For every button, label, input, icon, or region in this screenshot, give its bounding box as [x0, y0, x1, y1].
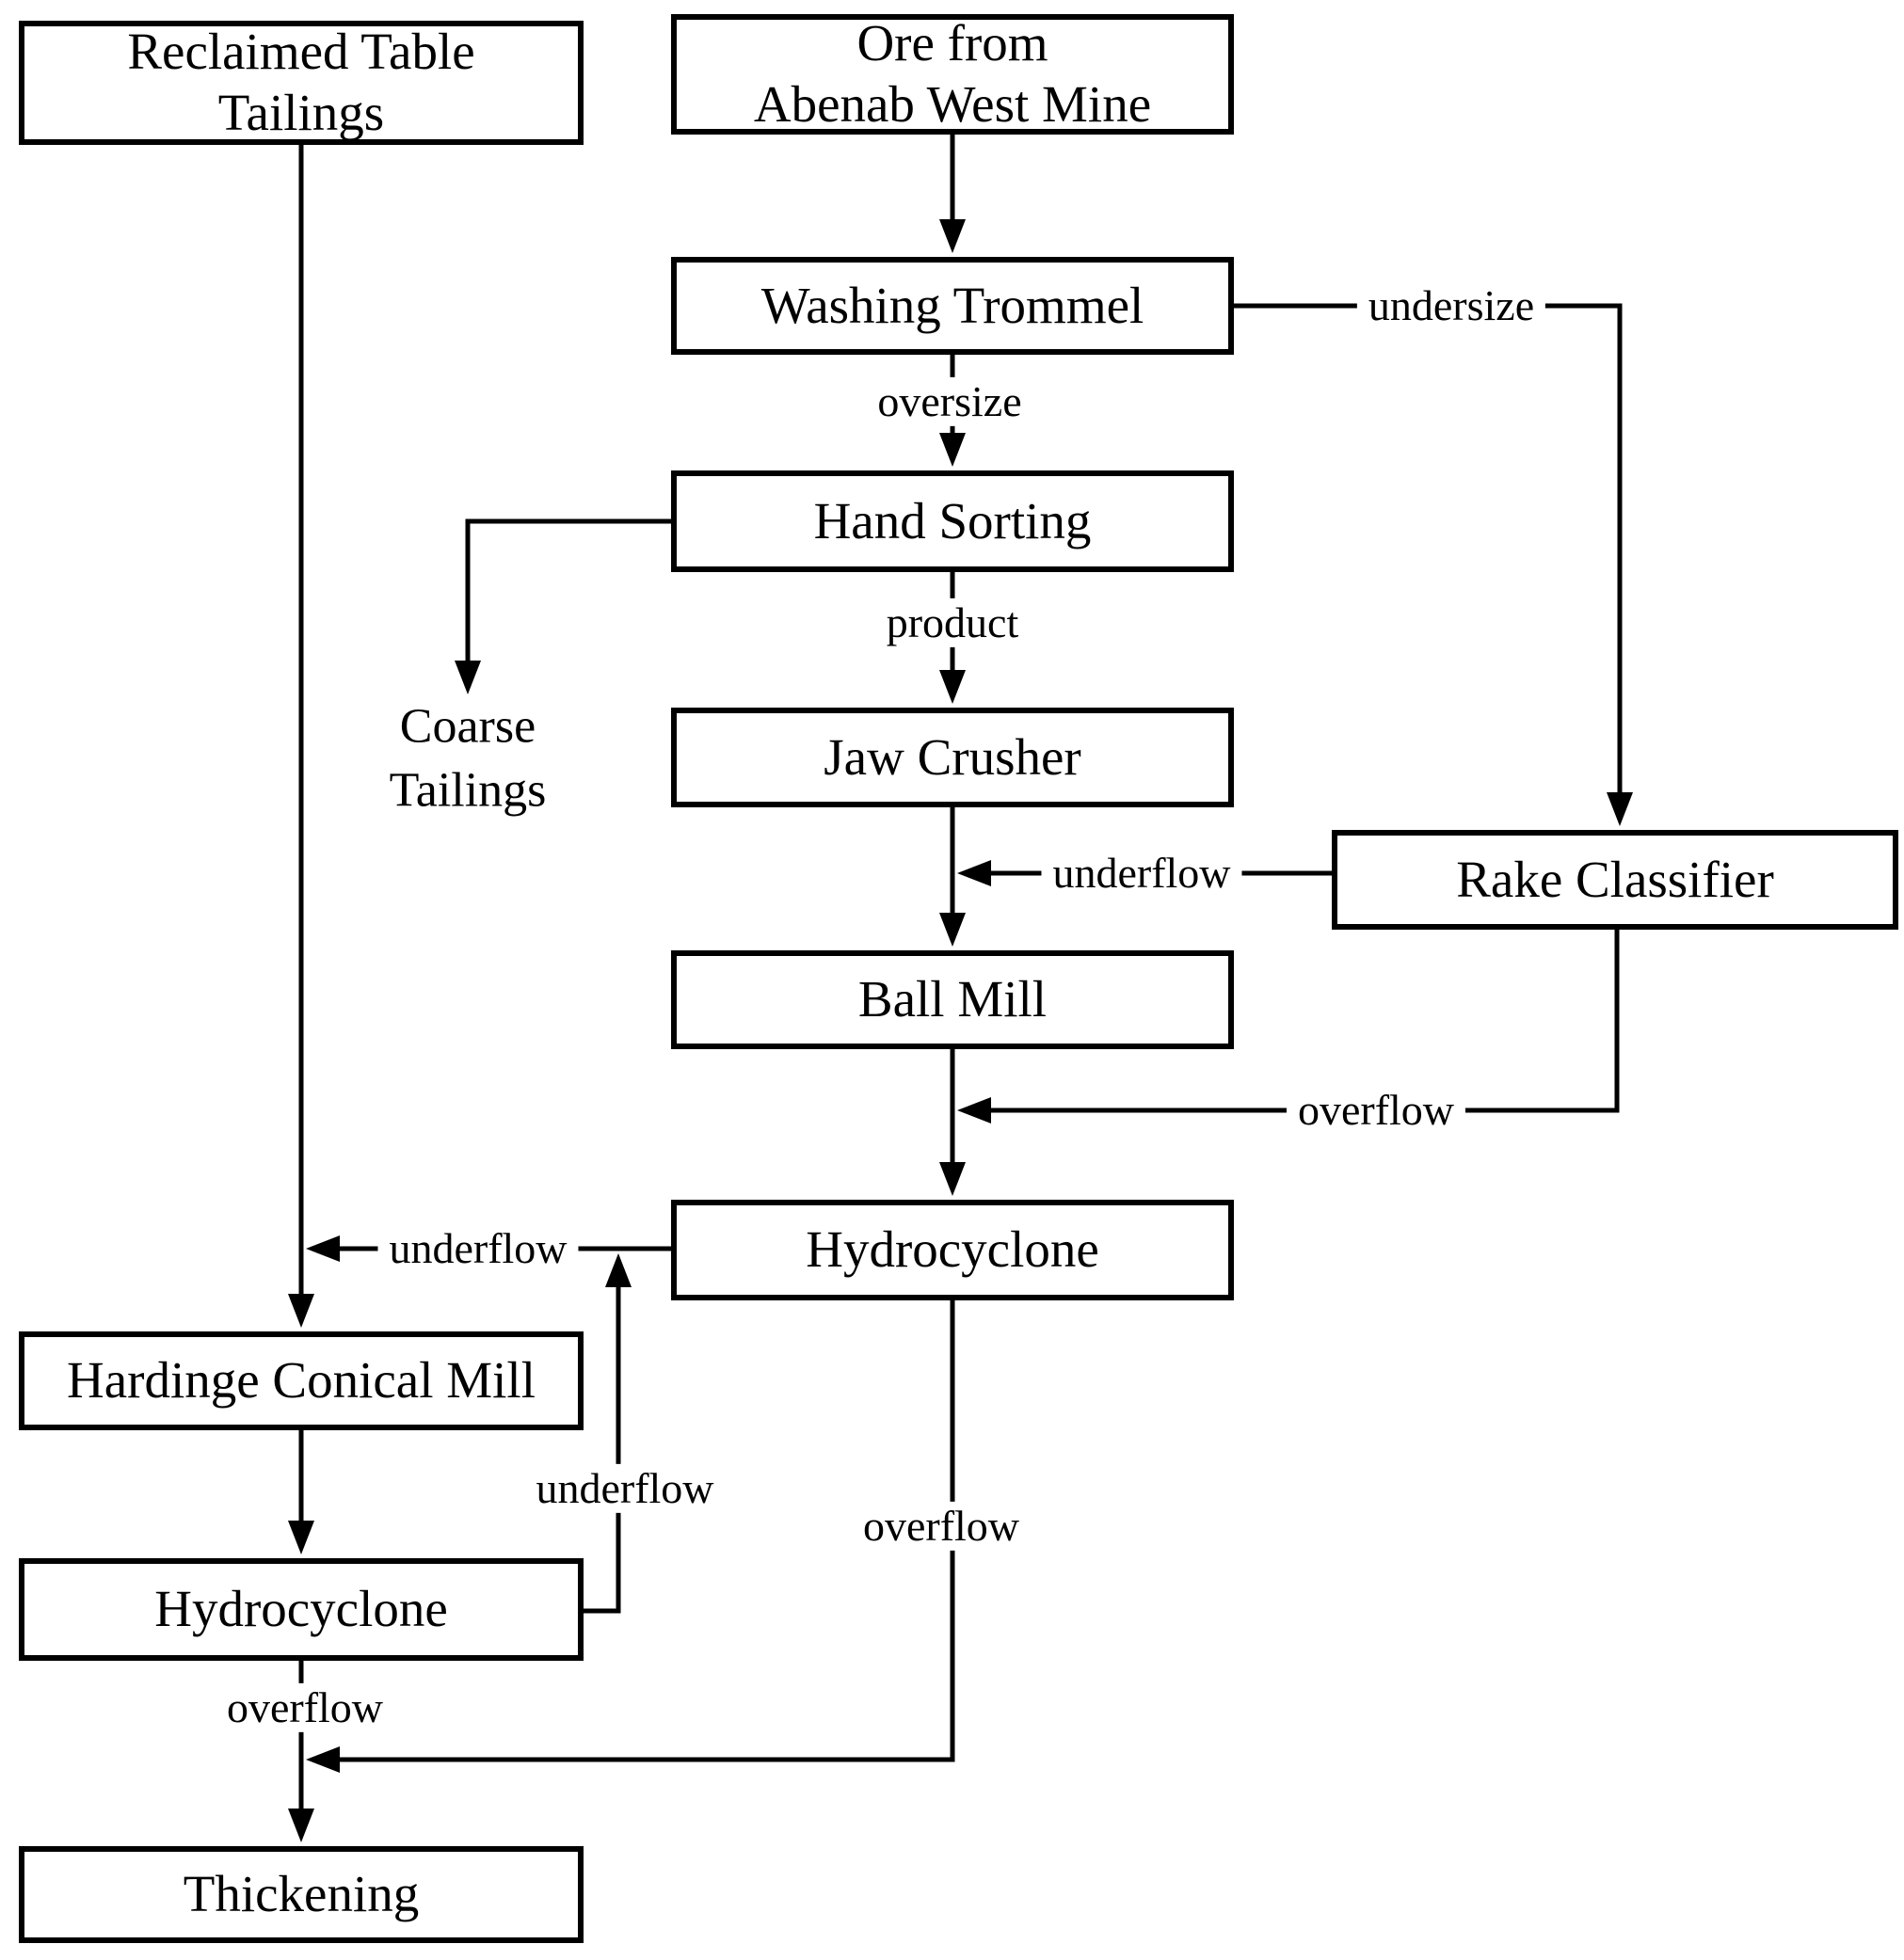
- annotation-line: Tailings: [389, 763, 547, 817]
- label-rake-underflow: underflow: [1041, 848, 1242, 899]
- label-hydrocyclone-center-overflow: overflow: [851, 1501, 1032, 1552]
- node-hydrocyclone-center: Hydrocyclone: [671, 1200, 1234, 1300]
- node-label: Washing Trommel: [760, 276, 1144, 334]
- edge-hand-sorting-to-coarse-tailings: [455, 518, 671, 694]
- label-product: product: [874, 598, 1031, 648]
- label-rake-overflow: overflow: [1286, 1085, 1466, 1136]
- edge-ball-mill-to-hydrocyclone: [939, 1049, 966, 1196]
- node-reclaimed-table-tailings: Reclaimed Table Tailings: [19, 21, 584, 145]
- node-label: Thickening: [183, 1865, 420, 1923]
- edge-hardinge-mill-to-hydrocyclone: [288, 1430, 314, 1554]
- annotation-line: Coarse: [399, 699, 536, 754]
- node-thickening: Thickening: [19, 1846, 584, 1943]
- node-hardinge-conical-mill: Hardinge Conical Mill: [19, 1331, 584, 1430]
- annotation-coarse-tailings: Coarse Tailings: [390, 694, 547, 821]
- label-hydrocyclone-left-underflow: underflow: [524, 1463, 726, 1514]
- node-label: Ball Mill: [857, 970, 1048, 1028]
- edge-ore-to-washing-trommel: [939, 135, 966, 253]
- node-label-line: Abenab West Mine: [753, 75, 1152, 133]
- node-label-line: Ore from: [856, 14, 1048, 72]
- node-label: Hardinge Conical Mill: [67, 1351, 536, 1410]
- node-washing-trommel: Washing Trommel: [671, 257, 1234, 355]
- edge-hydrocyclone-left-underflow-return: [584, 1253, 632, 1614]
- label-hydrocyclone-left-overflow: overflow: [215, 1682, 395, 1733]
- node-ore-from-abenab-west-mine: Ore from Abenab West Mine: [671, 14, 1234, 135]
- label-oversize: oversize: [866, 376, 1033, 427]
- node-label: Rake Classifier: [1456, 850, 1774, 908]
- edge-jaw-crusher-to-ball-mill: [939, 807, 966, 947]
- edge-rake-classifier-overflow: [957, 930, 1620, 1123]
- node-label: Hydrocyclone: [154, 1580, 448, 1638]
- label-hydrocyclone-center-underflow: underflow: [377, 1223, 579, 1274]
- node-label: Hand Sorting: [813, 491, 1092, 550]
- edge-washing-trommel-to-rake-classifier: [1234, 303, 1633, 826]
- label-undersize: undersize: [1356, 280, 1546, 331]
- node-label-line: Reclaimed Table: [127, 23, 475, 81]
- node-hand-sorting: Hand Sorting: [671, 470, 1234, 572]
- node-label: Hydrocyclone: [806, 1220, 1099, 1279]
- node-label-line: Tailings: [217, 84, 385, 141]
- node-jaw-crusher: Jaw Crusher: [671, 708, 1234, 807]
- node-label: Jaw Crusher: [824, 727, 1081, 786]
- node-ball-mill: Ball Mill: [671, 950, 1234, 1049]
- edge-reclaimed-tailings-to-hardinge-mill: [288, 145, 314, 1328]
- node-hydrocyclone-left: Hydrocyclone: [19, 1558, 584, 1661]
- edge-hydrocyclone-center-overflow: [306, 1300, 955, 1773]
- node-rake-classifier: Rake Classifier: [1332, 830, 1898, 930]
